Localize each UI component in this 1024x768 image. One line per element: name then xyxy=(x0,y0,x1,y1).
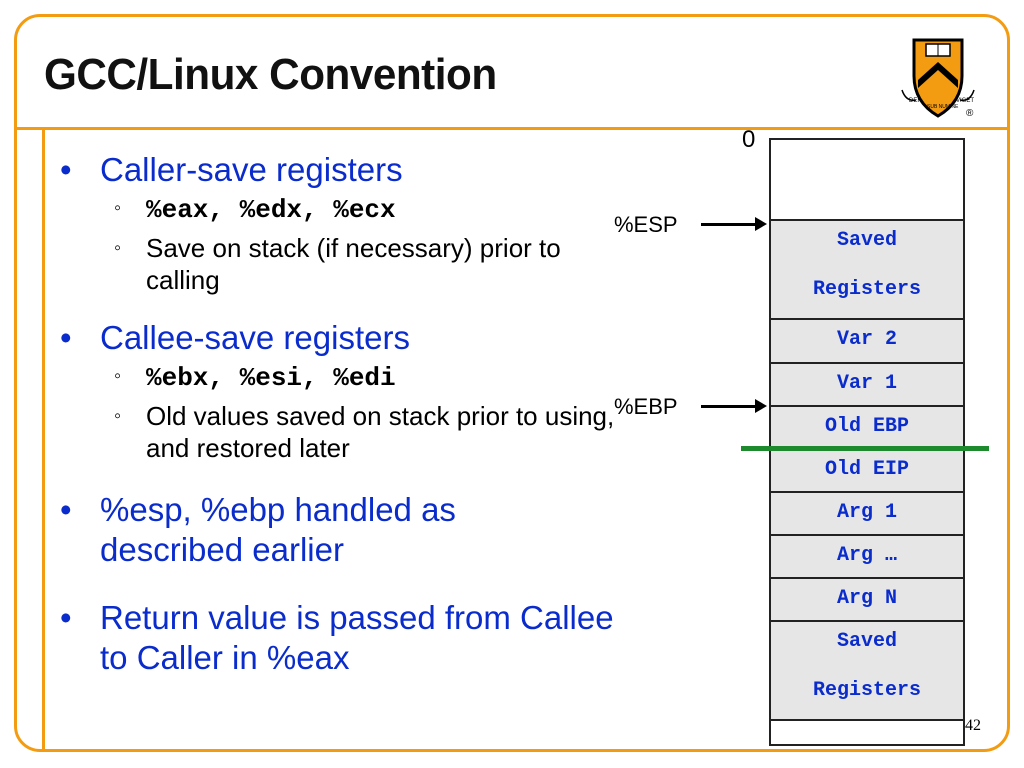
logo-motto-right: VIGET xyxy=(956,98,974,104)
sub-bullet-item: ◦ %eax, %edx, %ecx xyxy=(60,192,640,226)
stack-cell-label: Registers xyxy=(812,278,922,301)
stack-cell-var2: Var 2 xyxy=(769,320,965,364)
slide-frame xyxy=(14,14,1010,752)
stack-cell-label: Arg 1 xyxy=(836,501,897,524)
sub-bullet-glyph: ◦ xyxy=(114,237,122,259)
bullet-item: • Caller-save registers xyxy=(60,150,640,190)
stack-cell-label: Var 1 xyxy=(836,372,897,395)
bullet-text: %esp, %ebp handled as described earlier xyxy=(100,491,456,568)
sub-bullet-text: Save on stack (if necessary) prior to ca… xyxy=(146,233,561,295)
title-divider xyxy=(14,127,1010,130)
stack-cell-label: Arg … xyxy=(836,544,897,567)
frame-boundary-line xyxy=(741,446,989,451)
left-margin-rule xyxy=(42,128,45,750)
bullet-list: • Caller-save registers ◦ %eax, %edx, %e… xyxy=(60,150,640,678)
stack-top-address: 0 xyxy=(742,126,756,153)
stack-cell-old-eip: Old EIP xyxy=(769,450,965,493)
sub-bullet-glyph: ◦ xyxy=(114,405,122,427)
esp-label: %ESP xyxy=(614,212,678,237)
princeton-shield-icon: DEI SUB NUMINE VIGET xyxy=(901,38,975,118)
sub-bullet-item: ◦ %ebx, %esi, %edi xyxy=(60,360,640,394)
bullet-glyph: • xyxy=(60,319,72,356)
stack-cell-saved-registers: Saved Registers xyxy=(769,622,965,721)
stack-cell-label: Old EBP xyxy=(824,415,909,438)
stack-cell-argn: Arg N xyxy=(769,579,965,622)
ebp-arrow-icon xyxy=(701,399,767,413)
bullet-glyph: • xyxy=(60,599,72,636)
stack-cell-empty xyxy=(769,138,965,221)
sub-bullet-item: ◦ Old values saved on stack prior to usi… xyxy=(60,400,640,464)
slide-title: GCC/Linux Convention xyxy=(44,50,497,99)
stack-cell-label: Saved xyxy=(836,630,897,653)
stack-cell-label: Saved xyxy=(836,229,897,252)
sub-bullet-glyph: ◦ xyxy=(114,197,122,219)
bullet-glyph: • xyxy=(60,151,72,188)
bullet-item: • Return value is passed from Callee to … xyxy=(60,598,620,678)
stack-cell-empty xyxy=(769,721,965,746)
stack-cell-saved-registers: Saved Registers xyxy=(769,221,965,320)
bullet-text: Callee-save registers xyxy=(100,319,410,356)
bullet-item: • Callee-save registers xyxy=(60,318,640,358)
bullet-text: Caller-save registers xyxy=(100,151,403,188)
stack-diagram: Saved Registers Var 2 Var 1 Old EBP Old … xyxy=(769,138,965,746)
stack-cell-var1: Var 1 xyxy=(769,364,965,407)
bullet-glyph: • xyxy=(60,491,72,528)
stack-cell-label: Registers xyxy=(812,679,922,702)
registered-mark: ® xyxy=(966,108,974,119)
logo-motto-left: DEI xyxy=(909,98,919,104)
stack-cell-label: Var 2 xyxy=(836,328,897,351)
stack-cell-arg-ellipsis: Arg … xyxy=(769,536,965,579)
esp-arrow-icon xyxy=(701,217,767,231)
page-number: 42 xyxy=(965,717,981,734)
sub-bullet-item: ◦ Save on stack (if necessary) prior to … xyxy=(60,232,640,296)
sub-bullet-text: Old values saved on stack prior to using… xyxy=(146,401,615,463)
sub-bullet-text: %ebx, %esi, %edi xyxy=(146,363,396,393)
bullet-item: • %esp, %ebp handled as described earlie… xyxy=(60,490,580,570)
stack-cell-label: Old EIP xyxy=(824,458,909,481)
sub-bullet-glyph: ◦ xyxy=(114,365,122,387)
sub-bullet-text: %eax, %edx, %ecx xyxy=(146,195,396,225)
stack-cell-arg1: Arg 1 xyxy=(769,493,965,536)
ebp-label: %EBP xyxy=(614,394,678,419)
stack-cell-old-ebp: Old EBP xyxy=(769,407,965,450)
stack-cell-label: Arg N xyxy=(836,587,897,610)
bullet-text: Return value is passed from Callee to Ca… xyxy=(100,599,614,676)
logo-motto-mid: SUB NUMINE xyxy=(927,104,959,110)
